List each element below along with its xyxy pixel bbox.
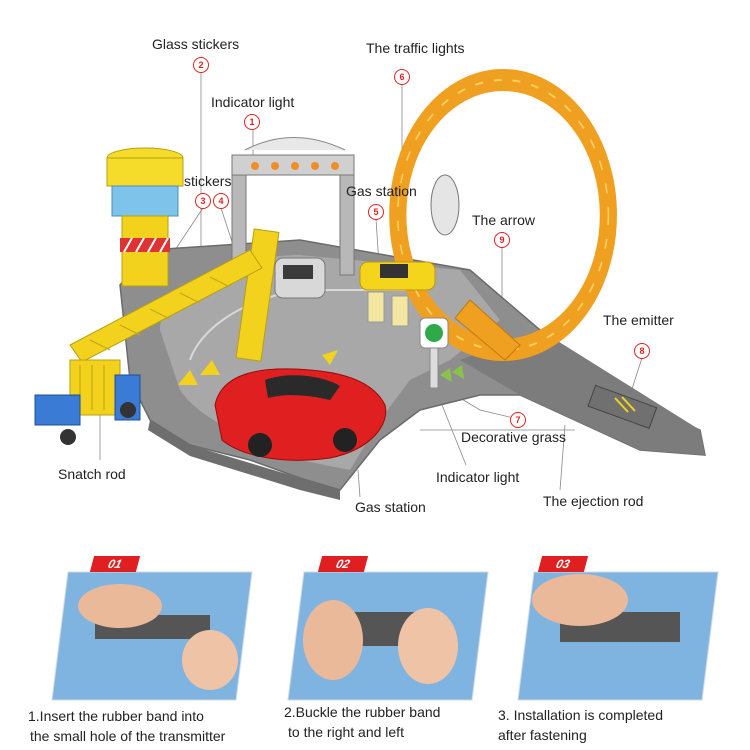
label-traffic-lights: The traffic lights <box>366 40 465 56</box>
label-glass-stickers: Glass stickers <box>152 36 240 52</box>
step-3-caption-line2: after fastening <box>498 727 587 743</box>
step-2-caption-line2: to the right and left <box>288 724 404 740</box>
step-3-caption-line1: 3. Installation is completed <box>498 707 663 723</box>
step-1-caption-line2: the small hole of the transmitter <box>30 728 226 744</box>
step-2-badge: 02 <box>317 556 369 572</box>
label-indicator-light-bottom: Indicator light <box>436 469 520 485</box>
step-3-badge: 03 <box>537 556 589 572</box>
callout-number-7: 7 <box>510 412 526 428</box>
label-snatch-rod: Snatch rod <box>58 466 126 482</box>
label-decorative-grass: Decorative grass <box>461 429 567 445</box>
label-the-emitter: The emitter <box>603 312 674 328</box>
step-2-caption-line1: 2.Buckle the rubber band <box>284 704 441 720</box>
step-panels <box>51 571 719 701</box>
label-gas-station-bottom: Gas station <box>355 499 426 515</box>
callout-number-4: 4 <box>213 193 229 209</box>
label-the-arrow: The arrow <box>472 212 536 228</box>
label-gas-station-top: Gas station <box>346 183 417 199</box>
callout-number-2: 2 <box>193 57 209 73</box>
label-indicator-light-top: Indicator light <box>211 94 295 110</box>
callout-number-3: 3 <box>195 193 211 209</box>
step-1-caption-line1: 1.Insert the rubber band into <box>28 708 204 724</box>
callout-number-5: 5 <box>368 204 384 220</box>
label-stickers: stickers <box>184 173 232 189</box>
callout-number-8: 8 <box>634 343 650 359</box>
step-1-badge: 01 <box>89 556 141 572</box>
callout-number-9: 9 <box>494 232 510 248</box>
callout-number-1: 1 <box>244 114 260 130</box>
label-ejection-rod: The ejection rod <box>543 493 644 509</box>
callout-number-6: 6 <box>394 69 410 85</box>
